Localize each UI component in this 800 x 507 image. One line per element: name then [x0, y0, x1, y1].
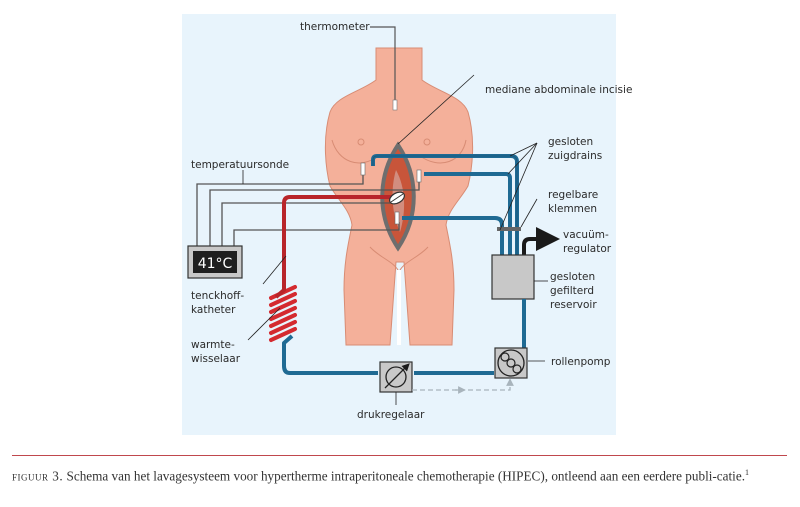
feedback-signal-line [412, 378, 514, 391]
vacuum-regulator-arrow [522, 227, 560, 255]
probe-sensor [416, 169, 422, 183]
label-clamps: regelbare klemmen [548, 189, 602, 215]
hipec-lavage-diagram: 41°C [182, 14, 632, 435]
leader-lines [242, 74, 548, 405]
label-vacuum-regulator: vacuüm- regulator [563, 229, 612, 255]
pressure-regulator [379, 361, 413, 393]
footnote-ref: 1 [745, 468, 749, 477]
figure-label: figuur 3. [12, 468, 64, 484]
label-temperature-probe: temperatuursonde [191, 159, 289, 171]
tenckhoff-catheter [274, 195, 392, 299]
temperature-readout: 41°C [198, 256, 233, 272]
label-drains: gesloten zuigdrains [548, 136, 602, 162]
temperature-probe-wires [196, 174, 420, 247]
label-incision: mediane abdominale incisie [485, 84, 632, 96]
label-reservoir: gesloten gefilterd reservoir [550, 271, 599, 311]
figure-caption: figuur 3. Schema van het lavagesysteem v… [12, 463, 788, 486]
label-roller-pump: rollenpomp [551, 356, 611, 368]
thermometer [370, 26, 398, 111]
label-pressure-regulator: drukregelaar [357, 409, 425, 421]
adjustable-clamps [497, 227, 521, 231]
label-thermometer: thermometer [300, 21, 370, 33]
temperature-display: 41°C [187, 245, 243, 279]
return-tube [282, 299, 526, 375]
probe-sensor [394, 211, 400, 225]
label-catheter: tenckhoff- katheter [191, 290, 248, 316]
caption-text: Schema van het lavagesysteem voor hypert… [63, 468, 746, 484]
probe-sensor [360, 162, 366, 176]
catheter-tip [389, 191, 405, 205]
filtered-reservoir [491, 254, 535, 300]
label-heat-exchanger: warmte- wisselaar [191, 339, 241, 365]
roller-pump [494, 347, 528, 379]
caption-divider [12, 455, 787, 456]
